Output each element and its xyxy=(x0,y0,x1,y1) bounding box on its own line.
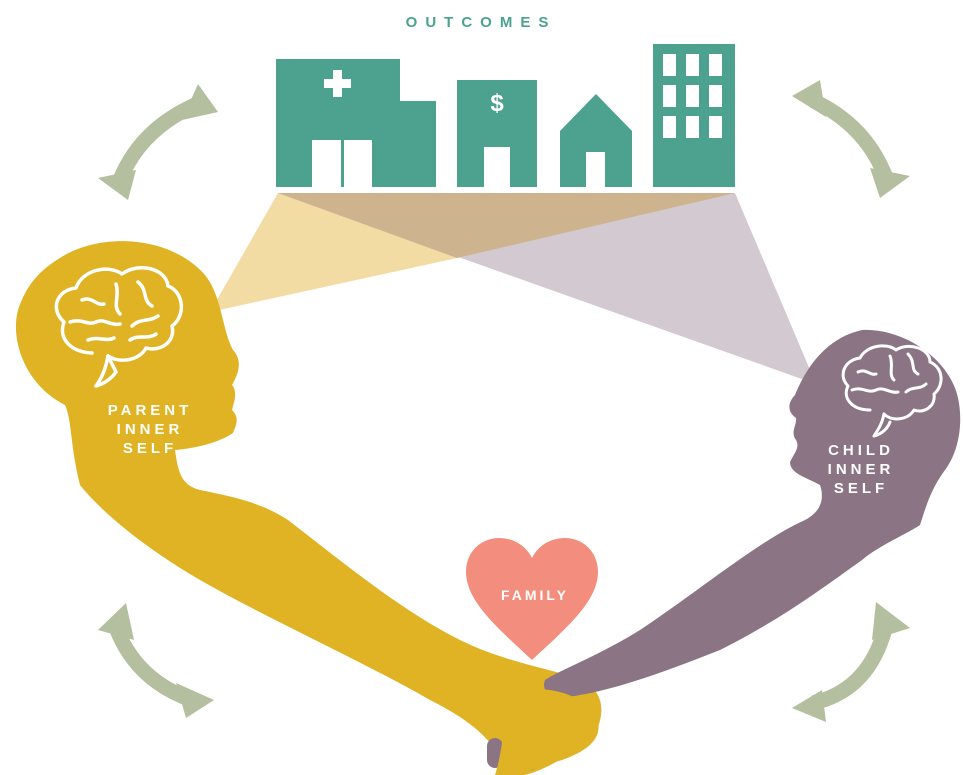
hospital-icon xyxy=(276,59,436,187)
family-label: FAMILY xyxy=(500,587,570,603)
svg-text:$: $ xyxy=(490,90,504,117)
arrowhead-tl2-icon xyxy=(182,84,218,120)
parent-label-line-2: INNER xyxy=(116,421,184,438)
child-brain-icon xyxy=(841,344,943,438)
arrowhead-br2-icon xyxy=(872,602,910,640)
parent-brain-icon xyxy=(54,266,183,388)
house-icon xyxy=(560,94,632,187)
parent-label-line-3: SELF xyxy=(122,440,178,457)
arrowhead-tr2-icon xyxy=(870,168,910,198)
arrowhead-bl2-icon xyxy=(176,683,214,718)
parent-hand xyxy=(495,689,599,775)
outcomes-title: OUTCOMES xyxy=(405,14,557,31)
arrowhead-tl1-icon xyxy=(98,170,136,200)
family-heart-icon xyxy=(466,538,598,660)
child-silhouette xyxy=(544,329,961,697)
child-label-line-3: SELF xyxy=(833,480,889,497)
child-inner-self-label: CHILD INNER SELF xyxy=(806,441,916,498)
bank-icon: $ xyxy=(457,80,537,187)
beam-overlap xyxy=(278,193,735,258)
parent-silhouette xyxy=(15,241,602,775)
child-label-line-2: INNER xyxy=(827,461,895,478)
arrow-top-left-icon xyxy=(113,98,199,183)
arrowhead-tr1-icon xyxy=(792,80,826,117)
office-building-icon xyxy=(653,44,735,187)
arrowhead-bl1-icon xyxy=(98,603,134,640)
parent-label-line-1: PARENT xyxy=(107,402,193,419)
arrowhead-br1-icon xyxy=(792,690,826,722)
child-label-line-1: CHILD xyxy=(828,442,894,459)
parent-inner-self-label: PARENT INNER SELF xyxy=(70,401,230,458)
arrow-bottom-right-icon xyxy=(811,623,894,711)
